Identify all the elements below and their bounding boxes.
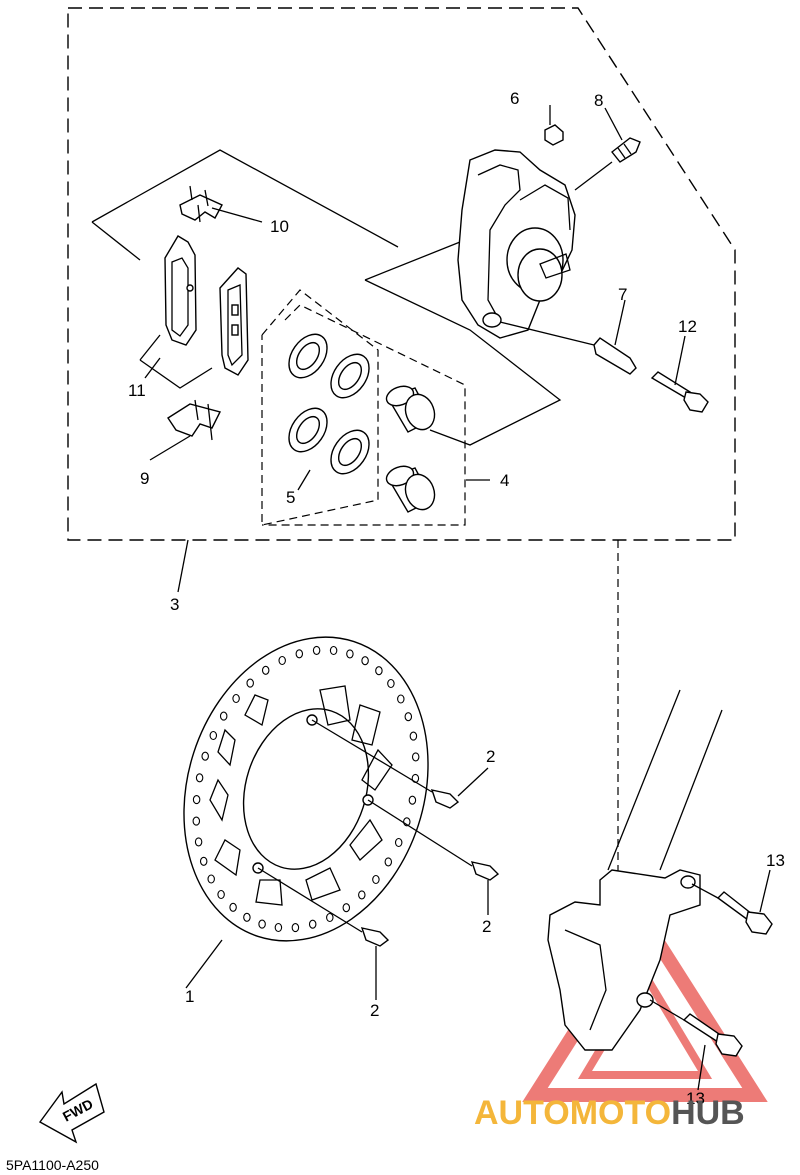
callout-2-upper: 2 bbox=[486, 747, 495, 766]
disc-vent-holes bbox=[192, 645, 420, 933]
callout-4: 4 bbox=[500, 471, 509, 490]
callout-8: 8 bbox=[594, 91, 603, 110]
callout-13-lower: 13 bbox=[686, 1089, 705, 1108]
vent-hole bbox=[246, 678, 254, 688]
vent-hole bbox=[408, 795, 417, 805]
vent-hole bbox=[195, 773, 204, 783]
diagram-code: 5PA1100-A250 bbox=[6, 1157, 99, 1173]
vent-hole bbox=[295, 649, 304, 659]
vent-hole bbox=[372, 874, 380, 885]
piston-upper bbox=[385, 385, 436, 433]
disc-bolt-2 bbox=[367, 799, 500, 881]
vent-hole bbox=[232, 693, 240, 704]
vent-hole bbox=[312, 645, 321, 655]
brake-pad-right bbox=[219, 267, 249, 376]
vent-hole bbox=[409, 731, 418, 741]
vent-hole bbox=[194, 837, 203, 847]
bleed-screw bbox=[574, 137, 641, 191]
vent-hole bbox=[291, 923, 300, 933]
vent-hole bbox=[387, 678, 395, 689]
vent-hole bbox=[192, 795, 201, 805]
vent-hole bbox=[192, 816, 201, 826]
vent-hole bbox=[261, 665, 270, 675]
vent-hole bbox=[375, 666, 383, 676]
assembly-boundary bbox=[67, 7, 736, 541]
fwd-arrow-icon: FWD bbox=[38, 1082, 105, 1144]
bleed-cap bbox=[544, 124, 564, 146]
vent-hole bbox=[394, 837, 403, 848]
callout-7: 7 bbox=[618, 285, 627, 304]
vent-hole bbox=[207, 874, 215, 884]
vent-hole bbox=[342, 903, 351, 913]
watermark-text: AUTOMOTOHUB bbox=[474, 1094, 745, 1132]
caliper-body bbox=[457, 149, 576, 339]
callout-3: 3 bbox=[170, 595, 179, 614]
vent-hole bbox=[199, 856, 208, 866]
vent-hole bbox=[278, 655, 286, 666]
vent-hole bbox=[274, 922, 283, 933]
vent-hole bbox=[201, 751, 209, 761]
callout-13-upper: 13 bbox=[766, 851, 785, 870]
vent-hole bbox=[361, 656, 369, 666]
vent-hole bbox=[308, 919, 317, 929]
pad-kit-outline bbox=[91, 149, 399, 248]
watermark-part1: AUTOMOTO bbox=[474, 1094, 671, 1132]
callout-9: 9 bbox=[140, 469, 149, 488]
vent-hole bbox=[329, 645, 338, 656]
callout-2-lower: 2 bbox=[370, 1001, 379, 1020]
vent-hole bbox=[404, 712, 413, 722]
watermark-part2: HUB bbox=[671, 1094, 745, 1132]
callout-2-middle: 2 bbox=[482, 917, 491, 936]
callout-11: 11 bbox=[128, 381, 146, 400]
callout-6: 6 bbox=[510, 89, 519, 108]
piston-box-outline bbox=[262, 304, 466, 526]
vent-hole bbox=[346, 649, 354, 659]
vent-hole bbox=[217, 889, 225, 900]
vent-hole bbox=[326, 912, 334, 923]
disc-bolt-1 bbox=[311, 719, 460, 809]
fork-bolt-lower bbox=[649, 999, 743, 1057]
callout-leaders bbox=[144, 105, 771, 1091]
piston-lower bbox=[385, 465, 436, 513]
vent-hole bbox=[397, 694, 405, 704]
caliper-pin bbox=[499, 321, 637, 375]
callout-1: 1 bbox=[185, 987, 194, 1006]
brake-disc bbox=[183, 636, 429, 942]
brake-pad-left bbox=[164, 235, 197, 346]
vent-hole bbox=[219, 711, 228, 721]
vent-hole bbox=[384, 857, 393, 867]
vent-hole bbox=[243, 912, 251, 922]
vent-hole bbox=[229, 902, 237, 912]
callout-12: 12 bbox=[678, 317, 697, 336]
vent-hole bbox=[411, 752, 420, 762]
pad-spring bbox=[179, 185, 223, 223]
seal-kit bbox=[288, 333, 370, 475]
vent-hole bbox=[258, 919, 266, 929]
bolt-12 bbox=[650, 371, 709, 413]
disc-bolt-3 bbox=[257, 867, 390, 947]
callout-10: 10 bbox=[270, 217, 289, 236]
vent-hole bbox=[209, 730, 218, 741]
seal-kit-outline bbox=[261, 289, 379, 526]
fork-bolt-upper bbox=[691, 883, 773, 935]
callout-5: 5 bbox=[286, 488, 295, 507]
pad-support bbox=[167, 399, 222, 441]
vent-hole bbox=[358, 890, 366, 900]
front-fork bbox=[547, 689, 723, 1051]
